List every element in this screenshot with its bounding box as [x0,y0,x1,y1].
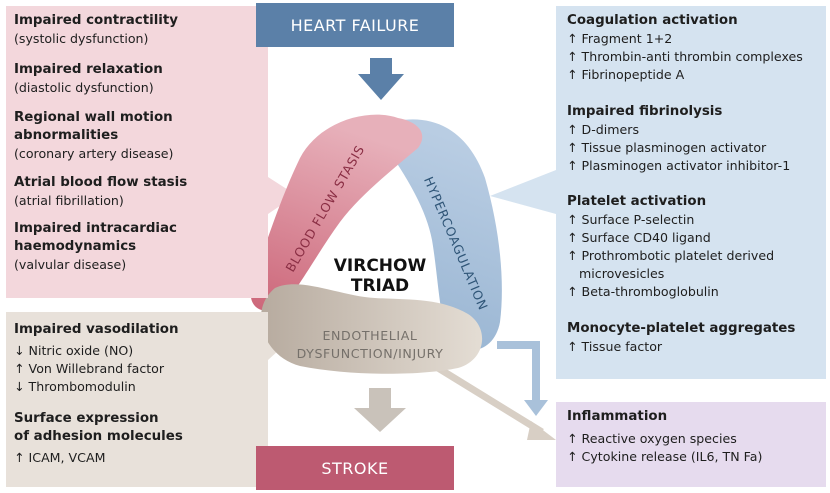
stroke-down-arrow [354,388,406,432]
section-detail: (valvular disease) [14,257,127,272]
panel-section: Impaired contractility (systolic dysfunc… [14,12,264,48]
section-detail: ↑ Plasminogen activator inhibitor-1 [567,158,791,173]
blood-flow-stasis-band [250,114,423,311]
section-heading: Coagulation activation [567,13,738,28]
section-heading: Platelet activation [567,194,707,209]
section-heading: Monocyte-platelet aggregates [567,321,796,336]
section-detail: ↑ Tissue factor [567,339,663,354]
section-detail: ↑ Tissue plasminogen activator [567,140,767,155]
section-detail: ↑ Von Willebrand factor [14,361,165,376]
section-detail: ↑ ICAM, VCAM [14,450,106,465]
section-detail: ↑ Cytokine release (IL6, TN Fa) [567,449,763,464]
section-detail: ↑ Reactive oxygen species [567,431,737,446]
panel-section: Surface expression of adhesion molecules… [14,410,264,467]
panel-section: Coagulation activation ↑ Fragment 1+2 ↑ … [567,12,823,84]
section-detail: ↓ Nitric oxide (NO) [14,343,134,358]
panel-section: Impaired vasodilation ↓ Nitric oxide (NO… [14,321,264,396]
heart-mechanisms-panel: Impaired contractility (systolic dysfunc… [6,6,268,298]
endothelial-label-line1: ENDOTHELIAL [322,328,418,343]
heart-failure-banner: HEART FAILURE [256,3,454,47]
section-heading: Impaired vasodilation [14,322,179,337]
section-heading: abnormalities [14,128,119,143]
panel-section: Impaired relaxation (diastolic dysfuncti… [14,61,264,97]
section-detail: ↑ Fragment 1+2 [567,31,673,46]
panel-section: Monocyte-platelet aggregates ↑ Tissue fa… [567,320,823,356]
section-detail: ↑ Surface CD40 ligand [567,230,711,245]
section-detail: (coronary artery disease) [14,146,174,161]
section-detail: (diastolic dysfunction) [14,80,154,95]
section-heading: Impaired fibrinolysis [567,104,723,119]
section-heading: Regional wall motion [14,110,173,125]
stroke-banner: STROKE [256,446,454,490]
section-detail: ↑ Fibrinopeptide A [567,67,685,82]
section-detail: ↑ Thrombin-anti thrombin complexes [567,49,803,64]
section-heading: of adhesion molecules [14,429,183,444]
pink-panel-pointer [268,177,296,214]
panel-section: Impaired intracardiac haemodynamics (val… [14,220,264,274]
inflammation-panel: Inflammation ↑ Reactive oxygen species ↑… [556,402,826,487]
hypercoagulation-panel: Coagulation activation ↑ Fragment 1+2 ↑ … [556,6,826,379]
endothelial-dysfunction-band [260,284,483,374]
hyper-to-inflammation-arrow [497,341,540,404]
virchow-title: VIRCHOW [333,256,427,276]
section-heading: haemodynamics [14,239,137,254]
heart-failure-down-arrow [358,58,404,100]
section-detail: (systolic dysfunction) [14,31,149,46]
endothelial-label-line2: DYSFUNCTION/INJURY [296,346,444,361]
section-detail: ↑ Surface P-selectin [567,212,695,227]
section-detail: ↑ Beta-thromboglobulin [567,284,719,299]
section-detail: ↑ D-dimers [567,122,640,137]
section-detail: (atrial fibrillation) [14,193,124,208]
hypercoagulation-band [372,119,502,351]
section-heading: Impaired relaxation [14,62,163,77]
panel-section: Impaired fibrinolysis ↑ D-dimers ↑ Tissu… [567,103,823,175]
section-heading: Impaired intracardiac [14,221,177,236]
endothelial-panel: Impaired vasodilation ↓ Nitric oxide (NO… [6,312,268,487]
section-detail: ↓ Thrombomodulin [14,379,136,394]
panel-section: Regional wall motion abnormalities (coro… [14,109,264,163]
section-heading: Atrial blood flow stasis [14,175,188,190]
blue-panel-pointer [490,170,556,214]
panel-section: Platelet activation ↑ Surface P-selectin… [567,193,823,301]
panel-section: Atrial blood flow stasis (atrial fibrill… [14,174,264,210]
section-heading: Surface expression [14,411,159,426]
section-heading: Impaired contractility [14,13,179,28]
endo-to-inflammation-arrow [423,357,544,435]
triad-title: TRIAD [350,276,410,296]
section-detail: microvesicles [567,266,665,281]
panel-section: Inflammation ↑ Reactive oxygen species ↑… [567,408,823,466]
section-detail: ↑ Prothrombotic platelet derived [567,248,775,263]
section-heading: Inflammation [567,409,668,424]
